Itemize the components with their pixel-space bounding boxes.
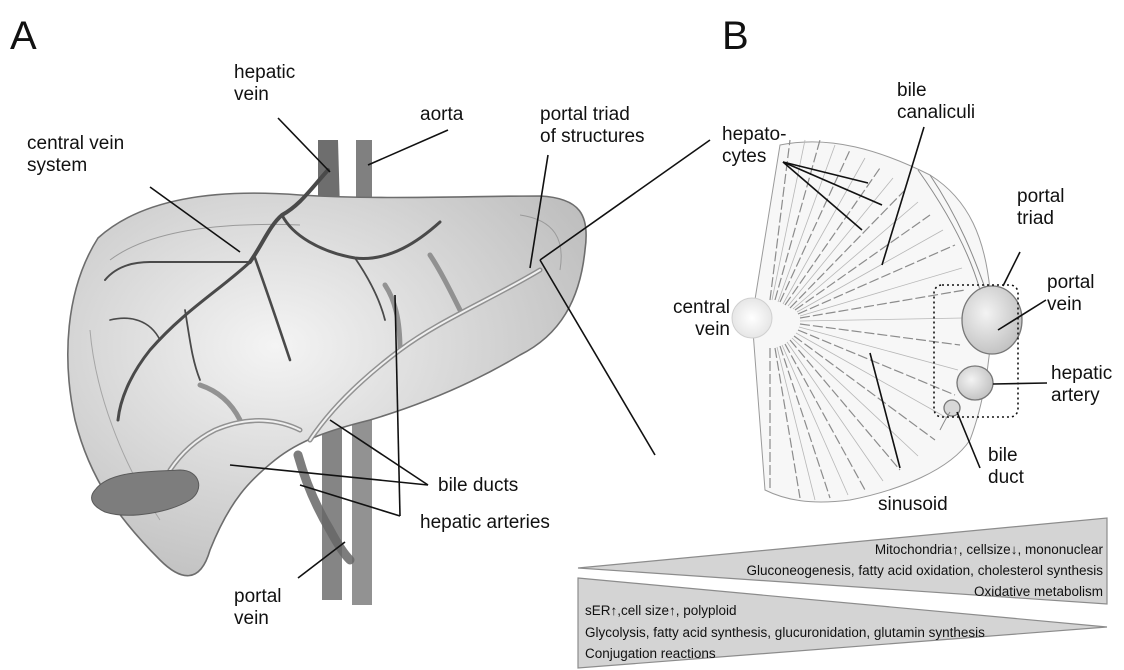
label-portal-triad-b-line1: portal (1017, 186, 1065, 208)
label-hepatic-vein-line2: vein (234, 84, 295, 106)
label-portal-vein-b-line1: portal (1047, 272, 1095, 294)
vena-cava-lower-vessel (352, 420, 372, 605)
label-portal-vein-b-line2: vein (1047, 294, 1095, 316)
label-hepatic-vein: hepatic vein (234, 62, 295, 106)
label-central-vein-line1: central (660, 297, 730, 319)
label-bile-duct: bile duct (988, 445, 1024, 489)
lobule-sketch (732, 140, 1022, 502)
zonation-lower-line2: Glycolysis, fatty acid synthesis, glucur… (585, 624, 985, 642)
label-central-vein-system-line1: central vein (27, 133, 124, 155)
label-central-vein-system: central vein system (27, 133, 124, 177)
label-hepatic-vein-line1: hepatic (234, 62, 295, 84)
label-aorta: aorta (420, 104, 463, 126)
label-bile-ducts: bile ducts (438, 475, 518, 497)
label-bile-duct-line2: duct (988, 467, 1024, 489)
hepatic-artery-circle (957, 366, 993, 400)
label-central-vein: central vein (660, 297, 730, 341)
label-bile-canaliculi-line1: bile (897, 80, 975, 102)
central-vein-circle (732, 298, 772, 338)
panel-label-a: A (10, 16, 37, 56)
label-portal-triad-structures-line2: of structures (540, 126, 645, 148)
label-bile-duct-line1: bile (988, 445, 1024, 467)
label-bile-canaliculi-line2: canaliculi (897, 102, 975, 124)
liver-sketch (68, 140, 586, 605)
label-portal-vein-a-line1: portal (234, 586, 282, 608)
label-hepatic-artery-line1: hepatic (1051, 363, 1112, 385)
label-sinusoid: sinusoid (878, 494, 948, 516)
zonation-upper-line2: Gluconeogenesis, fatty acid oxidation, c… (600, 562, 1103, 580)
label-portal-vein-b: portal vein (1047, 272, 1095, 316)
zonation-lower-line1: sER↑,cell size↑, polyploid (585, 602, 737, 620)
zonation-upper-line3: Oxidative metabolism (600, 583, 1103, 601)
label-bile-canaliculi: bile canaliculi (897, 80, 975, 124)
label-hepatic-arteries: hepatic arteries (420, 512, 550, 534)
label-central-vein-line2: vein (660, 319, 730, 341)
zonation-lower-line3: Conjugation reactions (585, 645, 716, 663)
label-portal-triad-of-structures: portal triad of structures (540, 104, 645, 148)
lobule-wedge (752, 142, 991, 502)
label-portal-vein-a-line2: vein (234, 608, 282, 630)
label-portal-triad-structures-line1: portal triad (540, 104, 645, 126)
panel-label-b: B (722, 16, 749, 56)
label-central-vein-system-line2: system (27, 155, 124, 177)
label-hepatic-artery: hepatic artery (1051, 363, 1112, 407)
label-hepatic-artery-line2: artery (1051, 385, 1112, 407)
label-hepatocytes-line2: cytes (722, 146, 786, 168)
aorta-lower-vessel (322, 420, 342, 600)
label-hepatocytes-line1: hepato- (722, 124, 786, 146)
label-hepatocytes: hepato- cytes (722, 124, 786, 168)
label-portal-triad-b: portal triad (1017, 186, 1065, 230)
label-portal-triad-b-line2: triad (1017, 208, 1065, 230)
zonation-upper-line1: Mitochondria↑, cellsize↓, mononuclear (600, 541, 1103, 559)
label-portal-vein-a: portal vein (234, 586, 282, 630)
